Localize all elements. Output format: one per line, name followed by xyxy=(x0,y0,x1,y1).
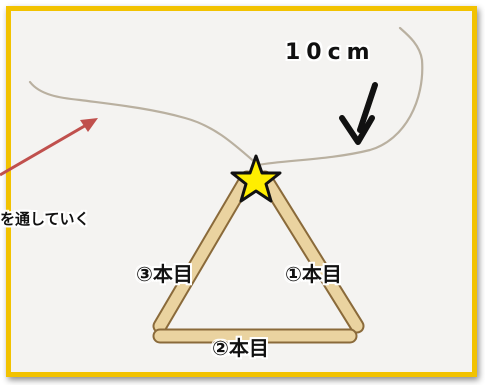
length-label: 10cm xyxy=(285,40,376,65)
straw-triangle xyxy=(152,170,365,344)
stick-3-label: ③本目 xyxy=(136,262,193,286)
thread-note: を通していく xyxy=(0,210,90,228)
star-icon xyxy=(230,154,282,203)
stick-2-label: ②本目 xyxy=(212,336,269,360)
arrow-down-icon xyxy=(339,82,378,145)
stick-1-label: ①本目 xyxy=(285,262,342,286)
arrow-icon xyxy=(0,118,98,177)
